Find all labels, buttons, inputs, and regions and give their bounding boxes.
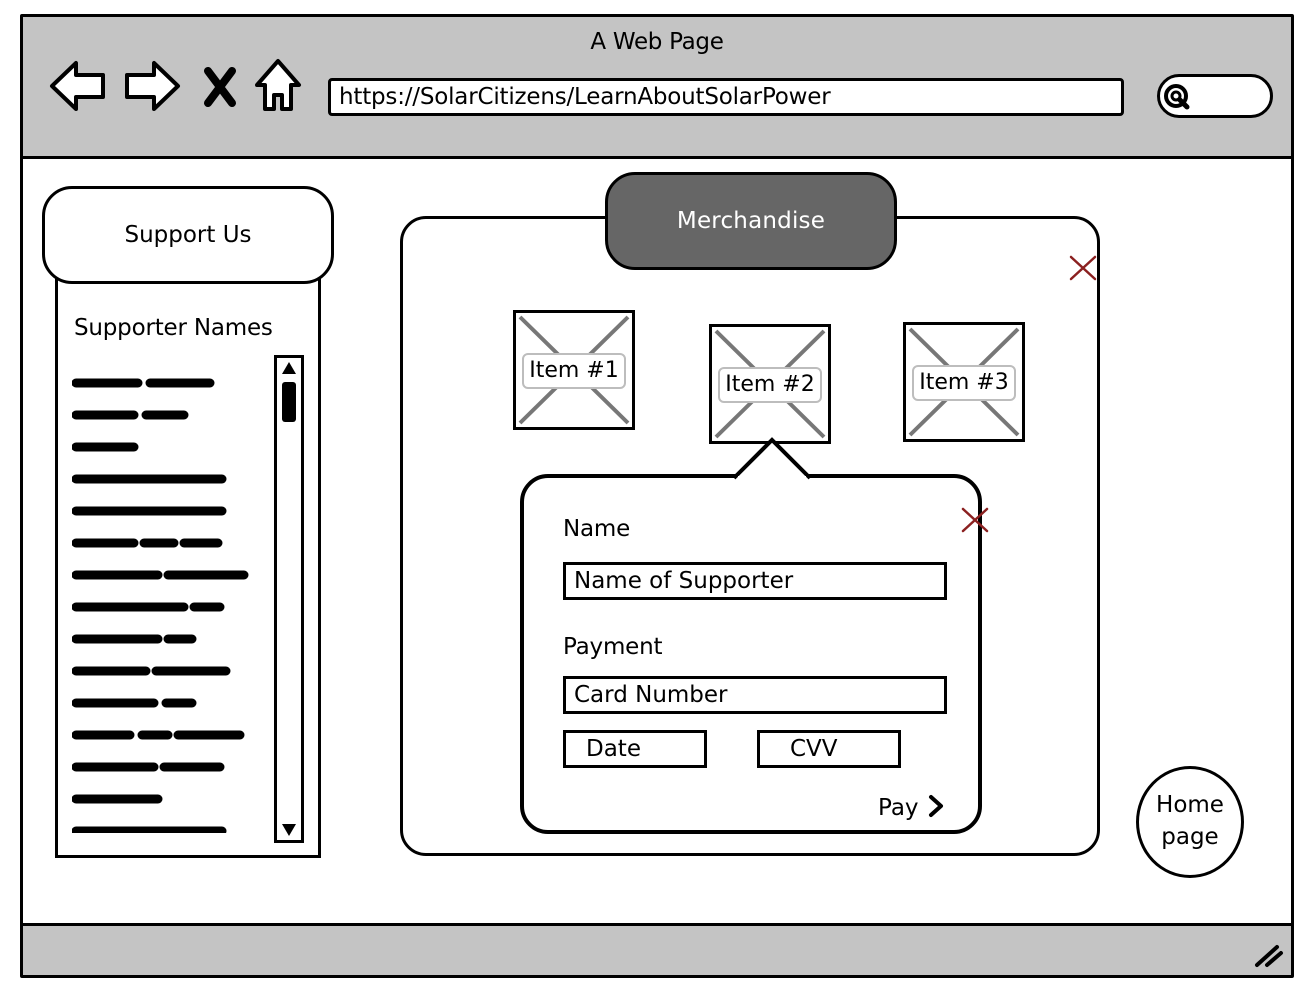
payment-label: Payment: [563, 634, 663, 660]
back-arrow-icon[interactable]: [49, 59, 107, 113]
forward-arrow-icon[interactable]: [123, 59, 181, 113]
close-icon[interactable]: [1068, 254, 1098, 282]
supporter-names-list: [72, 378, 249, 833]
scrollbar[interactable]: [274, 355, 304, 843]
pay-label: Pay: [878, 795, 919, 821]
search-icon: [1164, 84, 1190, 110]
pay-button[interactable]: Pay: [878, 794, 945, 821]
title-bar: A Web Page https://SolarCitizens/LearnAb…: [23, 17, 1291, 159]
merch-item-label: Item #1: [522, 353, 626, 389]
home-page-label-line2: page: [1161, 824, 1219, 850]
popup-pointer: [732, 437, 812, 482]
supporter-names-heading: Supporter Names: [74, 315, 273, 341]
home-page-button[interactable]: Home page: [1136, 766, 1244, 878]
scroll-down-icon[interactable]: [282, 824, 296, 836]
home-icon[interactable]: [253, 57, 303, 115]
stop-icon[interactable]: [203, 67, 237, 107]
scroll-up-icon[interactable]: [282, 362, 296, 374]
merch-item-label: Item #2: [718, 367, 822, 403]
window-title: A Web Page: [590, 29, 724, 55]
cvv-field[interactable]: CVV: [757, 730, 901, 768]
home-page-label-line1: Home: [1156, 792, 1224, 818]
name-field[interactable]: Name of Supporter: [563, 562, 947, 600]
tab-merchandise[interactable]: Merchandise: [605, 172, 897, 270]
resize-grip-icon[interactable]: [1251, 939, 1285, 969]
name-label: Name: [563, 516, 631, 542]
tab-support-us[interactable]: Support Us: [42, 186, 334, 284]
merch-item-1[interactable]: Item #1: [513, 310, 635, 430]
merch-item-2[interactable]: Item #2: [709, 324, 831, 444]
merch-item-3[interactable]: Item #3: [903, 322, 1025, 442]
search-box[interactable]: [1157, 74, 1273, 118]
date-field[interactable]: Date: [563, 730, 707, 768]
merch-item-label: Item #3: [912, 365, 1016, 401]
scroll-thumb[interactable]: [282, 382, 296, 422]
supporter-list-panel: Supporter Names: [55, 270, 321, 858]
card-number-field[interactable]: Card Number: [563, 676, 947, 714]
close-icon[interactable]: [960, 506, 990, 534]
status-bar: [23, 923, 1291, 975]
chevron-right-icon: [928, 795, 943, 817]
url-bar[interactable]: https://SolarCitizens/LearnAboutSolarPow…: [328, 78, 1124, 116]
